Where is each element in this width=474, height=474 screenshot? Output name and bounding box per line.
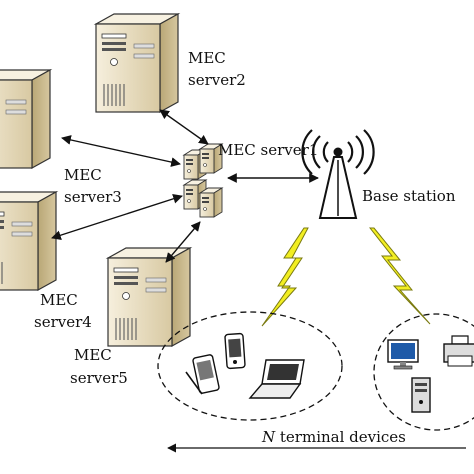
link-server1-server2 xyxy=(159,109,209,145)
base-station-label: Base station xyxy=(362,187,456,205)
device-group-right xyxy=(373,313,474,431)
mec-server2-label-2: server2 xyxy=(188,71,246,89)
link-server1-server4 xyxy=(51,194,183,240)
mec-server4-label-2: server4 xyxy=(34,313,92,331)
mec-server5-label-2: server5 xyxy=(70,369,128,387)
terminal-devices-text: terminal devices xyxy=(275,428,406,446)
device-group-left xyxy=(157,311,343,421)
terminal-devices-label: N terminal devices xyxy=(261,428,406,446)
mec-server4-icon xyxy=(0,191,57,291)
mec-server3-icon xyxy=(0,69,51,169)
link-server1-server5 xyxy=(165,221,201,263)
wireless-link-left-icon xyxy=(261,227,309,327)
mec-server4-label-1: MEC xyxy=(40,291,78,309)
mec-server2-label-1: MEC xyxy=(188,49,226,67)
desktop-pc-icon xyxy=(411,377,431,413)
mec-server5-label-1: MEC xyxy=(74,346,112,364)
mec-server2-icon xyxy=(95,13,179,113)
laptop-icon xyxy=(248,359,305,399)
terminal-devices-n: N xyxy=(261,428,276,446)
base-station-icon xyxy=(301,129,375,219)
printer-icon xyxy=(443,335,474,367)
mec-server1-icon xyxy=(183,143,223,218)
mec-server1-label: MEC server1 xyxy=(218,141,318,159)
mec-server3-label-1: MEC xyxy=(64,166,102,184)
pda-icon xyxy=(185,354,220,395)
mec-server5-icon xyxy=(107,247,191,347)
link-server1-server3 xyxy=(61,135,181,167)
mec-server3-label-2: server3 xyxy=(64,188,122,206)
monitor-icon xyxy=(387,339,419,370)
wireless-link-right-icon xyxy=(368,227,431,325)
phone-icon xyxy=(224,332,246,370)
